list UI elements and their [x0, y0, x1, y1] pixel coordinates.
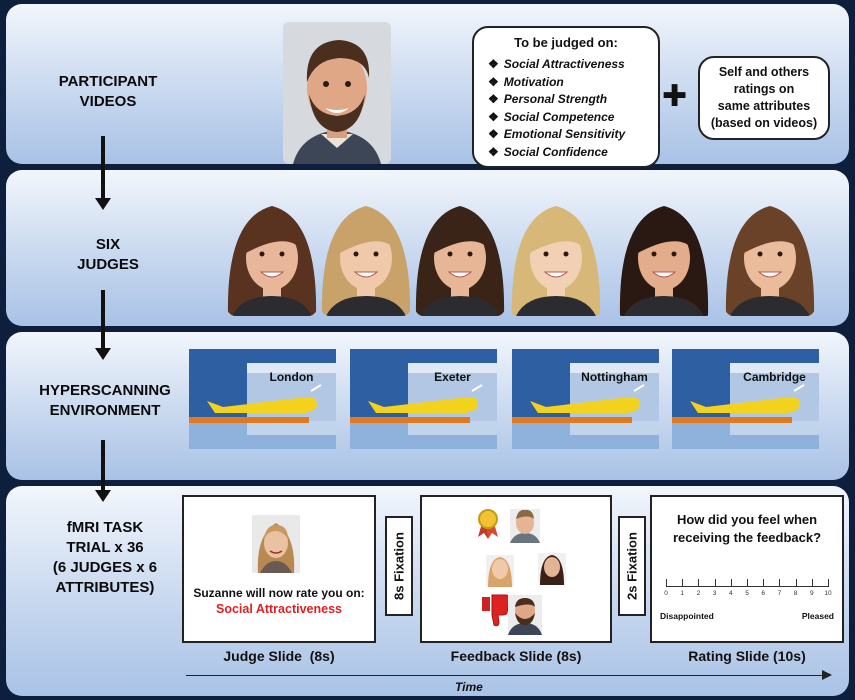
scale-tick [714, 579, 716, 587]
judge-photo [320, 198, 412, 316]
scale-tick-label: 10 [824, 590, 832, 597]
time-axis-label: Time [455, 680, 483, 694]
rating-slide: How did you feel when receiving the feed… [650, 495, 844, 643]
mri-scanner-icon [189, 349, 336, 449]
bullet-icon: ❖ [488, 57, 499, 71]
rating-question: How did you feel when receiving the feed… [672, 512, 822, 545]
scale-tick-label: 8 [793, 590, 798, 597]
bullet-icon: ❖ [488, 74, 499, 89]
scale-tick [811, 579, 813, 587]
scale-tick-label: 0 [664, 590, 668, 597]
site-label: London [269, 370, 314, 384]
judge-photo [414, 198, 506, 316]
rating-high-label: Pleased [801, 611, 834, 621]
thumbs-down-icon [482, 594, 510, 627]
bullet-icon: ❖ [488, 92, 499, 106]
judge-photo [724, 198, 816, 316]
medal-icon [478, 509, 498, 539]
fixation-2s: 2s Fixation [618, 516, 646, 616]
down-arrow-1 [95, 136, 111, 210]
bullet-icon: ❖ [488, 144, 499, 159]
scale-tick-label: 4 [728, 590, 733, 597]
scale-tick [682, 579, 684, 587]
attribute-item: ❖ Social Attractiveness [488, 56, 658, 74]
time-axis-arrowhead [822, 670, 832, 680]
attribute-item: ❖ Personal Strength [488, 91, 658, 109]
ratings-box-text: Self and others ratings on same attribut… [710, 65, 818, 130]
plus-icon: ✚ [662, 80, 688, 113]
attribute-item: ❖ Emotional Sensitivity [488, 126, 658, 144]
label-hyperscanning-environment: HYPERSCANNING ENVIRONMENT [39, 382, 171, 419]
scanner-exeter: Exeter [350, 349, 497, 449]
male-face-icon-bottom [508, 595, 542, 635]
fixation-8s: 8s Fixation [385, 516, 413, 616]
bullet-icon: ❖ [488, 109, 499, 124]
mri-scanner-icon [350, 349, 497, 449]
judge-slide-text: Suzanne will now rate you on: [193, 586, 365, 600]
scale-tick-label: 2 [696, 590, 701, 597]
male-face-icon-top [510, 509, 540, 543]
attribute-label: Personal Strength [503, 92, 608, 106]
judge-slide-photo [252, 515, 300, 573]
scale-tick [795, 579, 797, 587]
feedback-slide [420, 495, 612, 643]
scale-tick-label: 5 [745, 590, 749, 597]
attribute-list: ❖ Social Attractiveness ❖ Motivation ❖ Person… [488, 56, 658, 161]
label-participant-videos: PARTICIPANT VIDEOS [58, 73, 158, 110]
mri-scanner-icon [512, 349, 659, 449]
attribute-label: Social Attractiveness [503, 57, 625, 71]
feedback-slide-caption: Feedback Slide (8s) [450, 648, 582, 664]
down-arrow-2 [95, 290, 111, 360]
mri-scanner-icon [672, 349, 819, 449]
feedback-icons [478, 509, 566, 635]
label-fmri-task: fMRI TASK TRIAL x 36 (6 JUDGES x 6 ATTRI… [52, 519, 158, 596]
scale-tick-label: 7 [777, 590, 782, 597]
site-label: Exeter [434, 370, 471, 384]
judge-photo [226, 198, 318, 316]
scale-tick [763, 579, 765, 587]
label-six-judges: SIX JUDGES [77, 236, 139, 273]
judge-photo [508, 198, 604, 316]
scale-tick-label: 1 [680, 590, 684, 597]
scale-tick [779, 579, 781, 587]
bullet-icon: ❖ [488, 127, 499, 141]
attribute-label: Motivation [503, 74, 564, 89]
judge-slide-attribute: Social Attractiveness [216, 602, 342, 616]
scale-tick-label: 3 [712, 590, 717, 597]
judge-photo [612, 198, 716, 316]
scanner-nottingham: Nottingham [512, 349, 659, 449]
time-axis-line [186, 675, 826, 676]
judge-slide: Suzanne will now rate you on: Social Att… [182, 495, 376, 643]
judged-box-title: To be judged on: [514, 35, 618, 50]
judge-slide-caption: Judge Slide (8s) [223, 648, 335, 664]
attribute-item: ❖ Social Competence [488, 109, 658, 127]
judged-attributes-box: To be judged on: ❖Social Attractiveness❖… [472, 26, 660, 168]
scanner-london: London [189, 349, 336, 449]
scale-tick-label: 9 [809, 590, 814, 597]
attribute-item: ❖ Motivation [488, 74, 658, 92]
female-face-icon-right [538, 553, 566, 585]
participant-photo [283, 22, 391, 164]
attribute-label: Social Confidence [503, 144, 608, 159]
attribute-label: Emotional Sensitivity [503, 127, 626, 141]
scale-tick [698, 579, 700, 587]
female-face-icon-left [486, 555, 514, 587]
scale-tick [747, 579, 748, 587]
rating-slide-caption: Rating Slide (10s) [688, 648, 806, 664]
attribute-label: Social Competence [503, 109, 615, 124]
scanner-cambridge: Cambridge [672, 349, 819, 449]
scale-tick [730, 579, 732, 587]
rating-scale[interactable]: 0 1 2 3 4 5 6 7 8 9 10 [662, 577, 832, 607]
site-label: Nottingham [581, 370, 648, 384]
scale-tick-label: 6 [761, 590, 765, 597]
self-others-ratings-box: Self and others ratings on same attribut… [698, 56, 830, 140]
down-arrow-3 [95, 440, 111, 502]
scale-tick [666, 579, 667, 587]
attribute-item: ❖ Social Confidence [488, 144, 658, 162]
scale-tick [828, 579, 829, 587]
rating-low-label: Disappointed [660, 611, 714, 621]
site-label: Cambridge [743, 370, 806, 384]
